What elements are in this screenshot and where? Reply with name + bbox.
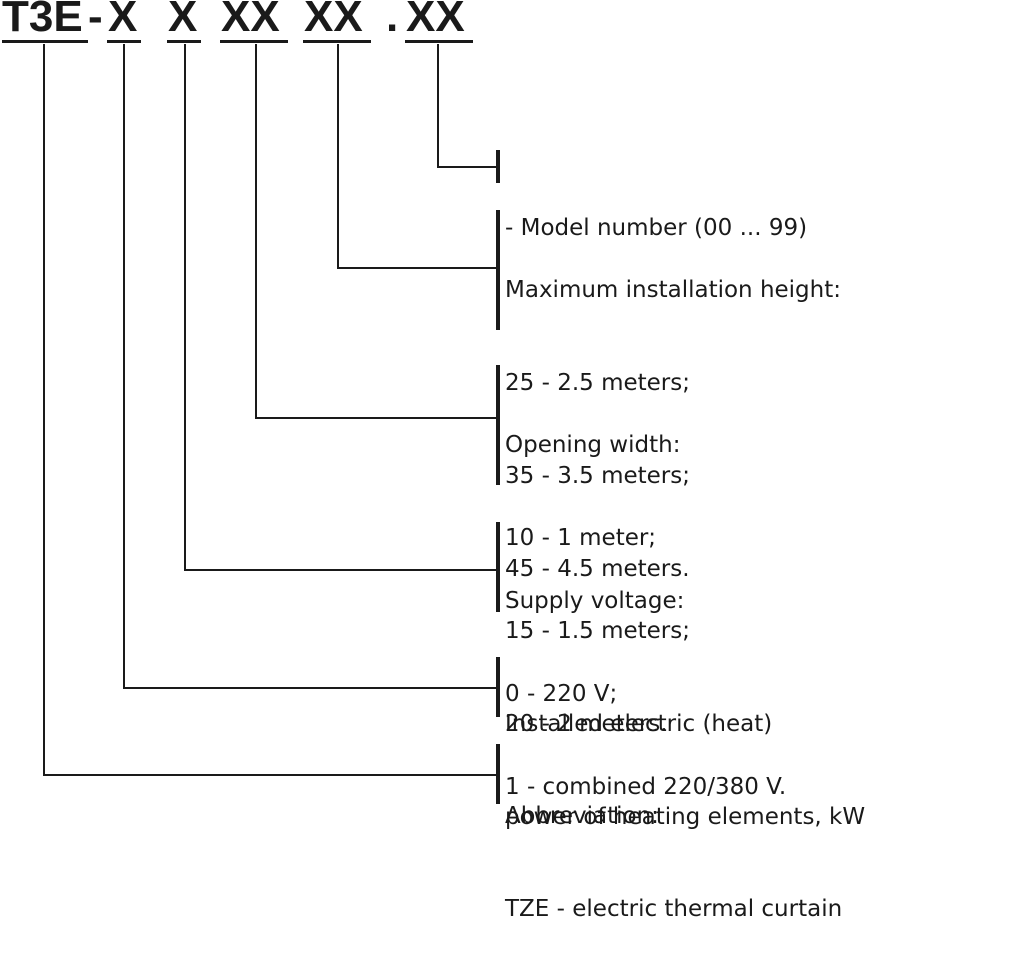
voltage-block: Supply voltage: 0 - 220 V; 1 - combined … bbox=[505, 524, 786, 834]
code-position-4: XX bbox=[304, 0, 363, 41]
width-block: Opening width: 10 - 1 meter; 15 - 1.5 me… bbox=[505, 368, 690, 771]
bracket-power bbox=[496, 657, 500, 717]
bracket-abbreviation bbox=[496, 744, 500, 804]
bracket-height bbox=[496, 210, 500, 330]
abbreviation-text: TZE - electric thermal curtain bbox=[505, 896, 843, 922]
height-title: Maximum installation height: bbox=[505, 277, 842, 303]
connector-voltage bbox=[184, 44, 497, 571]
width-option: 20 - 2 meters. bbox=[505, 711, 668, 737]
code-position-1: X bbox=[108, 0, 138, 41]
height-option: 45 - 4.5 meters. bbox=[505, 556, 690, 582]
bracket-model bbox=[496, 150, 500, 183]
power-line-1: Installed electric (heat) bbox=[505, 711, 773, 737]
width-title: Opening width: bbox=[505, 432, 681, 458]
code-position-1-underline bbox=[107, 40, 141, 43]
code-position-5-underline bbox=[405, 40, 473, 43]
bracket-width bbox=[496, 365, 500, 485]
code-position-2: X bbox=[168, 0, 198, 41]
code-position-5: XX bbox=[406, 0, 465, 41]
connector-abbreviation bbox=[43, 44, 497, 776]
connector-height bbox=[337, 44, 497, 269]
voltage-option: 1 - combined 220/380 V. bbox=[505, 774, 787, 800]
width-option: 10 - 1 meter; bbox=[505, 525, 657, 551]
voltage-title: Supply voltage: bbox=[505, 588, 685, 614]
bracket-voltage bbox=[496, 522, 500, 612]
code-dash: - bbox=[88, 0, 103, 41]
height-block: Maximum installation height: 25 - 2.5 me… bbox=[505, 213, 841, 616]
model-number-text: - Model number (00 ... 99) bbox=[505, 215, 808, 241]
connector-model bbox=[437, 44, 497, 168]
code-position-2-underline bbox=[167, 40, 201, 43]
model-number-block: - Model number (00 ... 99) bbox=[505, 151, 807, 275]
connector-width bbox=[255, 44, 497, 419]
code-position-3-underline bbox=[220, 40, 288, 43]
width-option: 15 - 1.5 meters; bbox=[505, 618, 690, 644]
abbreviation-block: Abbreviation: TZE - electric thermal cur… bbox=[505, 739, 842, 956]
abbreviation-title: Abbreviation: bbox=[505, 803, 659, 829]
code-prefix-underline bbox=[2, 40, 88, 43]
code-position-3: XX bbox=[221, 0, 280, 41]
connector-lines bbox=[43, 44, 500, 804]
connector-power bbox=[123, 44, 497, 689]
code-prefix: T3E bbox=[2, 0, 83, 41]
height-option: 35 - 3.5 meters; bbox=[505, 463, 690, 489]
code-dot: . bbox=[386, 0, 399, 41]
code-position-4-underline bbox=[303, 40, 371, 43]
voltage-option: 0 - 220 V; bbox=[505, 681, 618, 707]
height-option: 25 - 2.5 meters; bbox=[505, 370, 690, 396]
